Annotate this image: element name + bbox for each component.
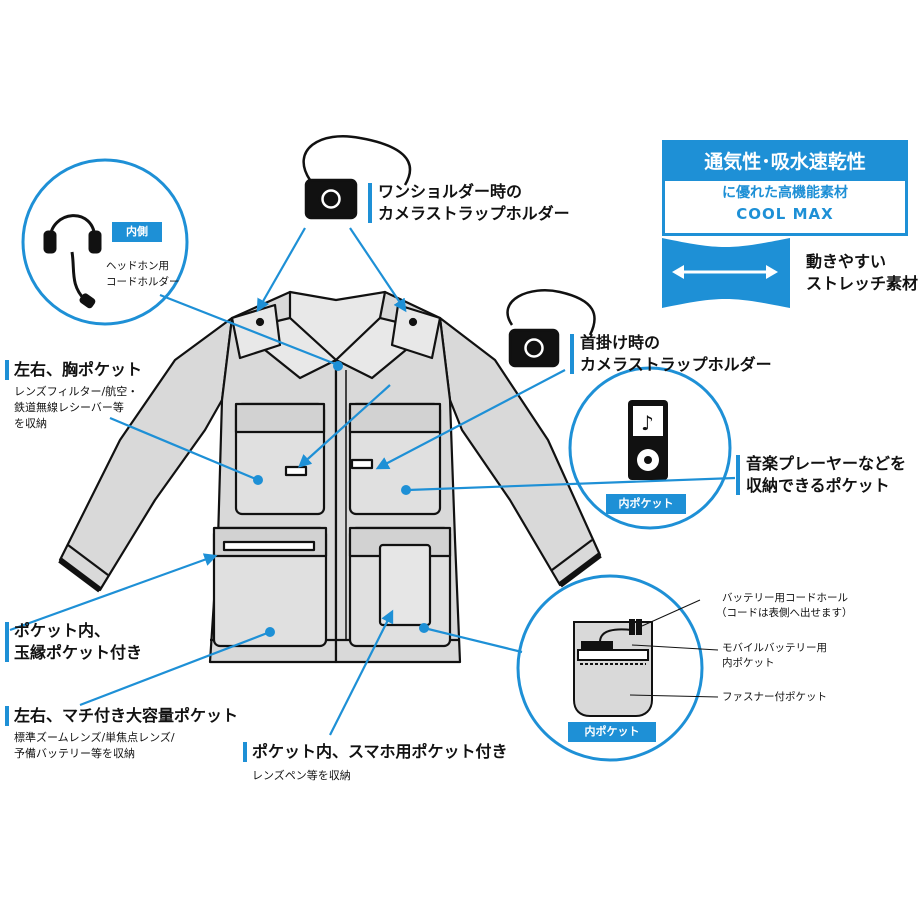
chest-pocket-title: 左右、胸ポケット (14, 360, 143, 379)
one-shoulder-line2: カメラストラップホルダー (378, 204, 570, 223)
coolmax-badge: 通気性･吸水速乾性 に優れた高機能素材 COOL MAX (662, 140, 908, 236)
inner-pocket-label-lines (629, 599, 719, 698)
chest-pocket-sub3: を収納 (14, 417, 47, 430)
one-shoulder-bar (368, 183, 372, 223)
camera-icon-neck-strap (506, 289, 596, 368)
music-line2: 収納できるポケット (746, 476, 890, 495)
coolmax-badge-title: 通気性･吸水速乾性 (665, 143, 905, 181)
one-shoulder-line1: ワンショルダー時の (378, 182, 523, 201)
headphone-tag: 内側 (112, 222, 162, 242)
coolmax-badge-subtitle: に優れた高機能素材 (722, 185, 848, 201)
svg-text:♪: ♪ (641, 411, 654, 435)
chest-pocket-bar (5, 360, 9, 380)
welt-pocket-line2: 玉縁ポケット付き (14, 643, 143, 662)
gusset-pocket-bar (5, 706, 9, 726)
phone-pocket-sub1: レンズペン等を収納 (252, 769, 351, 782)
inner-pocket-illustration (573, 619, 653, 717)
music-player-icon: ♪ (628, 400, 668, 480)
neck-strap-bar (570, 334, 574, 374)
stretch-line2: ストレッチ素材 (806, 274, 919, 293)
chest-pocket-sub2: 鉄道無線レシーバー等 (14, 401, 124, 414)
music-bar (736, 455, 740, 495)
welt-pocket-bar (5, 622, 9, 662)
chest-pocket-sub1: レンズフィルター/航空・ (14, 385, 139, 398)
gusset-pocket-title: 左右、マチ付き大容量ポケット (14, 706, 239, 725)
music-tag: 内ポケット (606, 494, 686, 514)
camera-icon-one-shoulder (302, 135, 412, 220)
coolmax-badge-brand: COOL MAX (736, 205, 834, 223)
inner-pocket-label1b: （コードは表側へ出せます） (716, 607, 853, 619)
inner-pocket-label2a: モバイルバッテリー用 (722, 642, 827, 654)
neck-strap-line2: カメラストラップホルダー (580, 355, 772, 374)
headphone-icon (43, 214, 102, 309)
phone-pocket-bar (243, 742, 247, 762)
stretch-banner (662, 238, 790, 308)
welt-pocket-line1: ポケット内、 (14, 621, 111, 640)
inner-pocket-label3: ファスナー付ポケット (722, 691, 827, 703)
gusset-pocket-sub1: 標準ズームレンズ/単焦点レンズ/ (14, 731, 175, 744)
gusset-pocket-sub2: 予備バッテリー等を収納 (14, 747, 135, 760)
neck-strap-line1: 首掛け時の (580, 333, 661, 352)
jacket (58, 290, 602, 664)
headphone-line1: ヘッドホン用 (106, 260, 169, 272)
stretch-line1: 動きやすい (806, 252, 887, 271)
music-line1: 音楽プレーヤーなどを (746, 454, 907, 473)
leader-lines (9, 227, 736, 736)
headphone-detail-circle (21, 158, 189, 326)
headphone-line2: コードホルダー (106, 276, 180, 288)
phone-pocket-title: ポケット内、スマホ用ポケット付き (252, 742, 508, 761)
inner-pocket-label1a: バッテリー用コードホール (722, 592, 848, 604)
inner-pocket-tag: 内ポケット (568, 722, 656, 742)
inner-pocket-label2b: 内ポケット (722, 657, 775, 669)
